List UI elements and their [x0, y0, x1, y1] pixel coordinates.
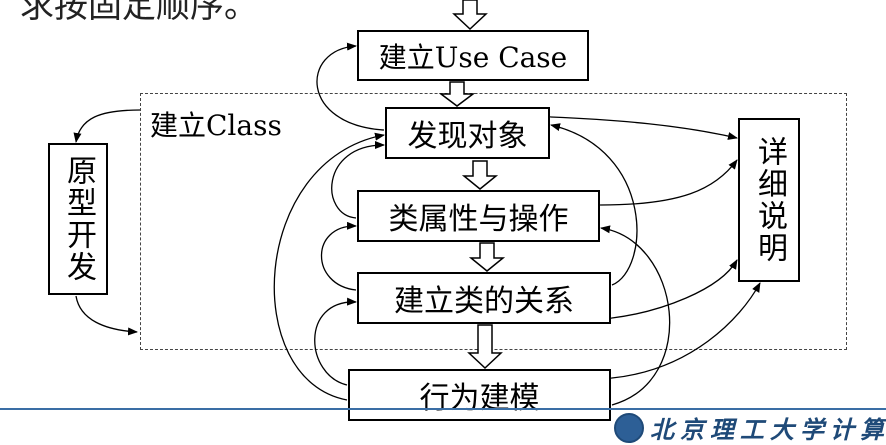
class-region-label: 建立Class: [150, 109, 282, 142]
arrow-discover-to-usecase: [316, 42, 385, 131]
use-case-box: 建立Use Case: [357, 30, 589, 81]
attributes-operations-box: 类属性与操作: [357, 190, 600, 242]
arrow-region-to-prototype: [73, 109, 141, 143]
arrow-behavior-details: [602, 282, 761, 383]
discover-objects-box: 发现对象: [385, 107, 550, 159]
flow-arrows: [73, 0, 761, 406]
block-arrow-attrs-relations: [468, 242, 506, 272]
arrow-behavior-to-relations: [314, 297, 357, 386]
behavior-modeling-box: 行为建模: [348, 369, 611, 421]
arrow-discover-details: [541, 112, 738, 140]
prototype-box: 原型开发: [48, 143, 108, 295]
arrow-prototype-to-region: [75, 295, 138, 336]
footer-divider: [0, 408, 886, 410]
footer-institution-text: 北京理工大学计算: [650, 415, 886, 444]
university-logo-icon: [614, 413, 644, 443]
block-arrow-relations-behavior: [467, 324, 503, 370]
partial-caption-text: 求按固定顺序。: [20, 0, 258, 26]
block-arrow-discover-attrs: [461, 160, 499, 190]
block-arrow-usecase-discover: [438, 81, 476, 107]
arrow-behavior-to-attrs: [600, 225, 671, 406]
arrow-attrs-details: [591, 159, 738, 210]
block-arrow-top: [452, 0, 488, 31]
details-box: 详细说明: [738, 118, 800, 282]
arrow-behavior-to-discover: [273, 132, 385, 401]
class-region: [140, 93, 847, 350]
arrow-relations-to-attrs: [321, 221, 357, 291]
arrow-relations-details: [602, 259, 738, 324]
class-relations-box: 建立类的关系: [357, 272, 611, 324]
arrow-attrs-to-discover: [331, 141, 385, 219]
